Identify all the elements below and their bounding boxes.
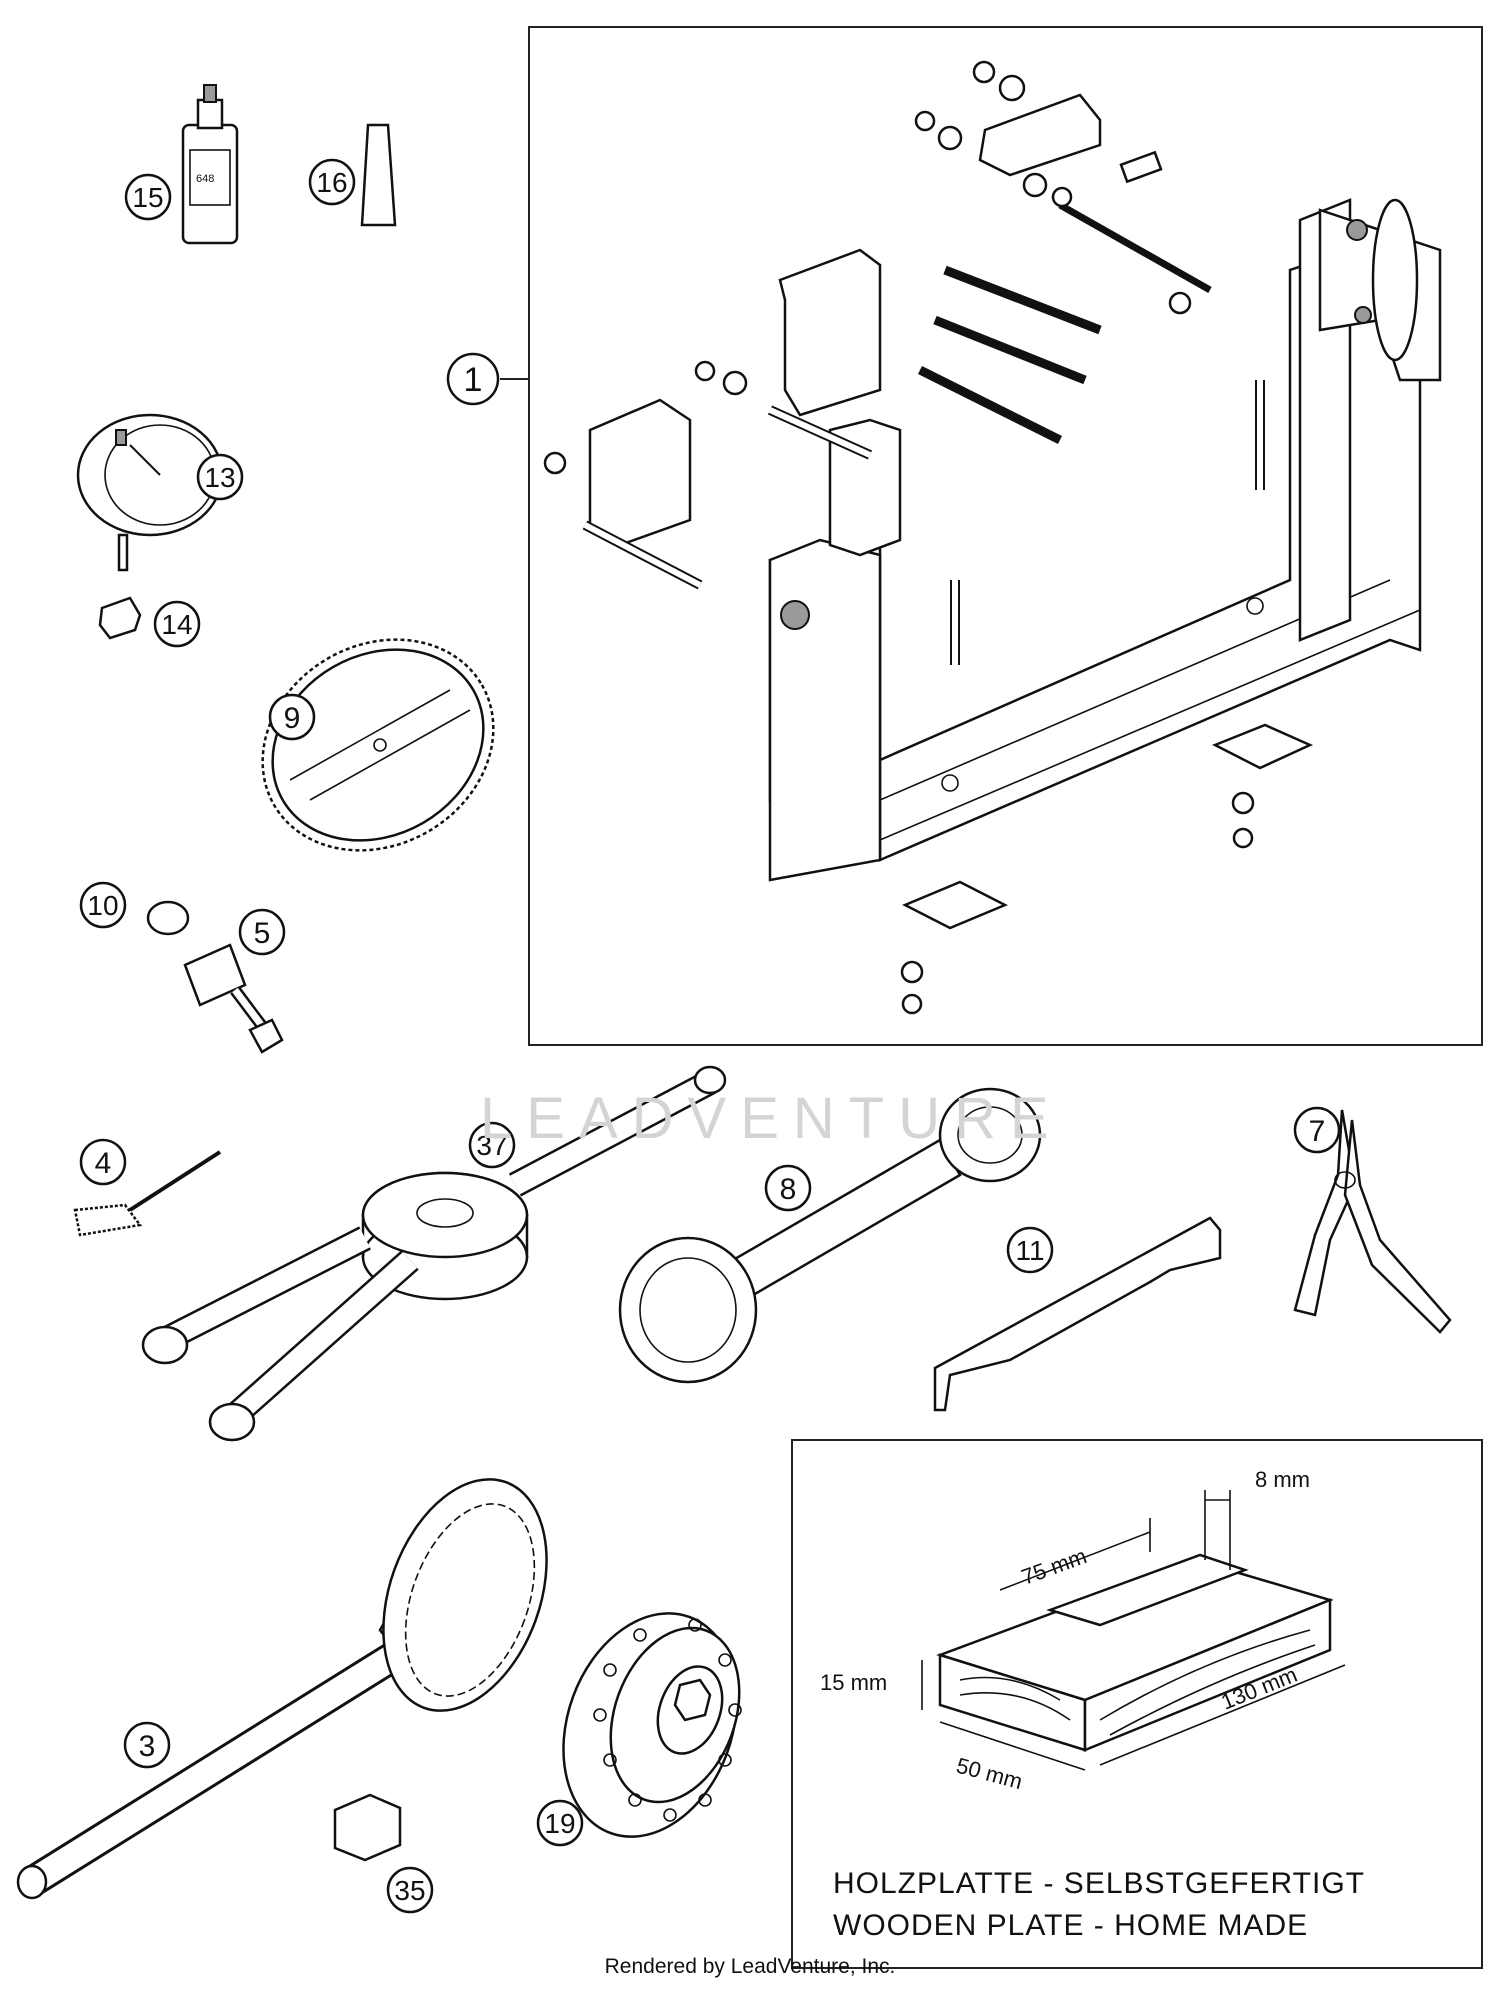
adapter-fitting: [98, 596, 142, 640]
square-plate-bottom: [902, 880, 1008, 930]
wrench-8: [618, 1087, 1042, 1384]
svg-text:9: 9: [284, 702, 301, 735]
callout-37: 37: [468, 1121, 516, 1169]
dim-75mm: 75 mm: [1018, 1543, 1090, 1589]
callout-7: 7: [1293, 1106, 1341, 1154]
svg-text:8: 8: [780, 1173, 797, 1206]
svg-text:1: 1: [464, 361, 483, 399]
small-tube: [360, 123, 397, 227]
callout-10: 10: [79, 881, 127, 929]
callout-5: 5: [238, 908, 286, 956]
svg-text:35: 35: [394, 1875, 425, 1906]
callout-14: 14: [153, 600, 201, 648]
callout-19: 19: [536, 1799, 584, 1847]
svg-text:19: 19: [544, 1808, 575, 1839]
part-1-frame-box: [528, 26, 1483, 1046]
bolts: [582, 150, 1265, 665]
svg-text:7: 7: [1309, 1115, 1326, 1148]
puller-5: [183, 943, 284, 1054]
wooden-plate: [921, 1490, 1346, 1771]
svg-text:3: 3: [139, 1730, 156, 1763]
svg-text:16: 16: [316, 167, 347, 198]
callout-11: 11: [1006, 1226, 1054, 1274]
clutch-holder-3: [16, 1478, 548, 1900]
dial-gauge: [76, 413, 224, 572]
svg-text:4: 4: [95, 1147, 112, 1180]
svg-text:37: 37: [476, 1130, 507, 1161]
bracket-upper: [978, 93, 1102, 177]
footer-credit: Rendered by LeadVenture, Inc.: [604, 1955, 896, 1978]
callout-15: 15: [124, 173, 172, 221]
wooden-plate-box: [791, 1439, 1483, 1969]
dim-8mm: 8 mm: [1255, 1467, 1310, 1492]
svg-text:10: 10: [87, 890, 118, 921]
callout-9: 9: [268, 693, 316, 741]
dim-50mm: 50 mm: [954, 1753, 1025, 1795]
callout-8: 8: [764, 1164, 812, 1212]
engine-stand: [768, 198, 1442, 882]
dim-15mm: 15 mm: [820, 1670, 887, 1695]
loctite-bottle: [181, 84, 239, 245]
callout-1: 1: [446, 352, 500, 406]
tool-4: [73, 1150, 222, 1237]
svg-text:5: 5: [254, 917, 271, 950]
pliers-7: [1293, 1109, 1452, 1334]
feeler-blade-11: [933, 1216, 1222, 1412]
spacer-a: [828, 418, 902, 557]
callout-35: 35: [386, 1866, 434, 1914]
square-plate-right: [1211, 723, 1314, 770]
callout-13: 13: [196, 453, 244, 501]
wooden-plate-note-en: WOODEN PLATE - HOME MADE: [833, 1909, 1308, 1942]
degree-disc: [261, 638, 495, 852]
callout-4: 4: [79, 1138, 127, 1186]
svg-text:15: 15: [132, 182, 163, 213]
watermark: LEADVENTURE: [480, 1086, 1063, 1151]
bottle-label-text: 648: [196, 173, 214, 185]
flywheel-puller-19: [562, 1612, 742, 1838]
callout-16: 16: [308, 158, 356, 206]
nut-35: [333, 1793, 402, 1862]
svg-text:14: 14: [161, 609, 192, 640]
sleeve-10: [146, 900, 190, 936]
svg-text:13: 13: [204, 462, 235, 493]
puller-37: [141, 1065, 727, 1442]
nuts-washers: [543, 60, 1255, 1015]
svg-text:11: 11: [1015, 1235, 1044, 1266]
bracket-mid: [778, 248, 882, 417]
wooden-plate-note-de: HOLZPLATTE - SELBSTGEFERTIGT: [833, 1867, 1365, 1900]
callout-3: 3: [123, 1721, 171, 1769]
bracket-left: [588, 398, 692, 547]
